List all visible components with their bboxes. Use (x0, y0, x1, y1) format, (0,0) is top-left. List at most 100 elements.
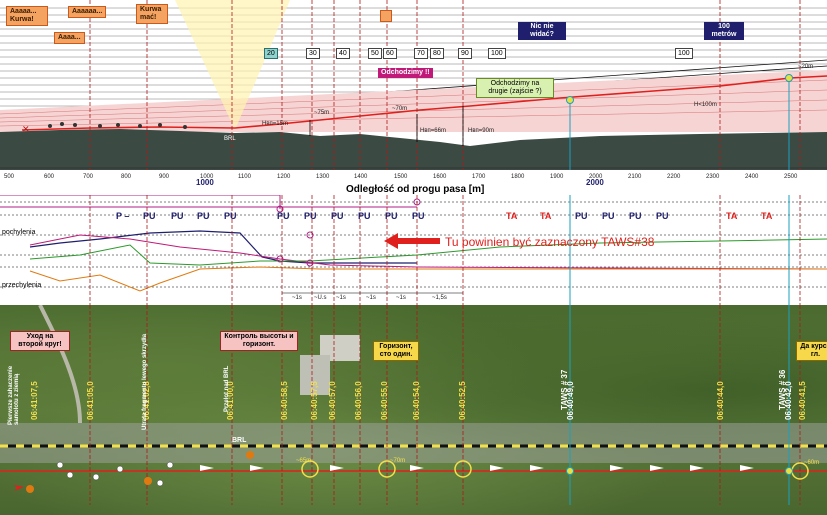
alt-marker: 20 (264, 48, 278, 59)
mode-label: TA (761, 211, 773, 221)
odchodzimy-label: Odchodzimy !! (378, 68, 433, 78)
pochylenia-label: pochylenia (2, 229, 36, 236)
kurwa-label-2: Aaaaaa... (68, 6, 106, 18)
annotation-arrow (384, 233, 440, 249)
visibility-cone (175, 0, 290, 130)
deviation-chart (0, 195, 827, 305)
distance-tick: 2400 (745, 174, 759, 180)
distance-tick: 1200 (277, 174, 291, 180)
distance-tick: 2300 (706, 174, 720, 180)
distance-tick: 1100 (238, 174, 251, 180)
distance-tick: 2100 (628, 174, 642, 180)
mode-label: PU (197, 211, 210, 221)
height-note: ~75m (314, 110, 330, 116)
alt-marker: 90 (458, 48, 472, 59)
distance-tick: 1700 (472, 174, 486, 180)
time-label: 06:40:41,5 (798, 381, 807, 420)
time-label: 06:40:57,0 (328, 381, 337, 420)
event-taws37: TAWS # 37 (560, 369, 569, 410)
time-label: 06:40:58,5 (280, 381, 289, 420)
nic-nie-widac-label: Nic nie widać? (518, 22, 566, 40)
distance-tick: 1600 (433, 174, 447, 180)
time-label: 06:40:54,0 (412, 381, 421, 420)
alt-marker: 70 (414, 48, 428, 59)
mode-label: PU (143, 211, 156, 221)
height-note: Hвп=15m (262, 121, 288, 127)
event-przelot: Przelot nad BRL (224, 365, 230, 412)
mode-label: PU (277, 211, 290, 221)
mode-label: PU (224, 211, 237, 221)
m70-label: ~70m (390, 458, 406, 464)
mode-label: PU (629, 211, 642, 221)
alt-marker: 60 (383, 48, 397, 59)
brl-label: BRL (224, 136, 236, 142)
map-overlay (0, 305, 827, 505)
height-note: H<100m (694, 102, 717, 108)
time-label: 06:41:07,5 (30, 381, 39, 420)
odchodzimy-drugie-label: Odchodzimy na drugie (zajście ?) (476, 78, 554, 98)
distance-tick: 1400 (354, 174, 368, 180)
distance-tick: 2500 (784, 174, 798, 180)
mode-label: TA (506, 211, 518, 221)
distance-tick: 800 (121, 174, 132, 180)
terrain (0, 129, 827, 170)
gap-label: ~U.s (314, 295, 327, 301)
m65-label: ~65m (296, 458, 312, 464)
distance-tick: 1300 (316, 174, 330, 180)
time-label: 06:40:52,5 (458, 381, 467, 420)
mode-label: PU (331, 211, 344, 221)
time-label: 06:41:05,0 (86, 381, 95, 420)
mode-label: PU (358, 211, 371, 221)
gap-label: ~1s (292, 295, 302, 301)
time-label: 06:40:57,5 (310, 381, 319, 420)
distance-tick: 1800 (511, 174, 525, 180)
distance-tick: 1500 (394, 174, 408, 180)
mode-label: PU (602, 211, 615, 221)
hundred-meters-label: 100 metrów (704, 22, 744, 40)
distance-axis-title: Odległość od progu pasa [m] (346, 184, 485, 195)
height-note: Hвп=90m (468, 128, 494, 134)
distance-tick: 900 (159, 174, 170, 180)
kurwa-label-4: Kurwa mać! (136, 4, 168, 24)
time-label: 06:40:44,0 (716, 381, 725, 420)
distance-tick: 2000 (589, 174, 603, 180)
m60-label: ~60m (804, 460, 820, 466)
mode-label: TA (540, 211, 552, 221)
satellite-map (0, 305, 827, 515)
brl-map-label: BRL (232, 437, 247, 444)
mode-label: PU (575, 211, 588, 221)
alt-marker: 100 (675, 48, 693, 59)
distance-tick: 700 (83, 174, 94, 180)
gap-label: ~1s (396, 295, 406, 301)
gap-label: ~1s (336, 295, 346, 301)
height-note: ~70m (392, 106, 408, 112)
kurwa-label-3: Aaaa... (54, 32, 85, 44)
mode-label: PU (385, 211, 398, 221)
distance-axis-big-1000: 1000 (196, 178, 214, 187)
empty-orange-box (380, 10, 392, 22)
da-kurs-label: Да курсе гл. (796, 341, 827, 361)
taws38-annotation: Tu powinien być zaznaczony TAWS#38 (445, 235, 655, 249)
mode-label: PU (656, 211, 669, 221)
trees (48, 122, 187, 129)
event-taws36: TAWS # 36 (778, 369, 787, 410)
alt-marker: 100 (488, 48, 506, 59)
alt-marker: 30 (306, 48, 320, 59)
przechylenia-label: przechylenia (2, 282, 42, 289)
mode-label: PU (304, 211, 317, 221)
danger-zone (0, 70, 827, 132)
mode-label: PU (412, 211, 425, 221)
svg-text:✕: ✕ (22, 124, 30, 134)
alt-marker: 50 (368, 48, 382, 59)
alt-marker: 40 (336, 48, 350, 59)
flight-path (21, 75, 827, 131)
gap-label: ~1s (366, 295, 376, 301)
uhod-label: Уход на второй круг! (10, 331, 70, 351)
event-pierwsze: Pierwsze zahaczenie samolotu z ziemią (8, 365, 20, 425)
distance-axis-big-2000: 2000 (586, 178, 604, 187)
alt-marker: 80 (430, 48, 444, 59)
height-note: Hвп=66m (420, 128, 446, 134)
gorizont-label: Горизонт, сто один. (373, 341, 419, 361)
distance-tick: 500 (4, 174, 15, 180)
time-label: 06:40:56,0 (354, 381, 363, 420)
